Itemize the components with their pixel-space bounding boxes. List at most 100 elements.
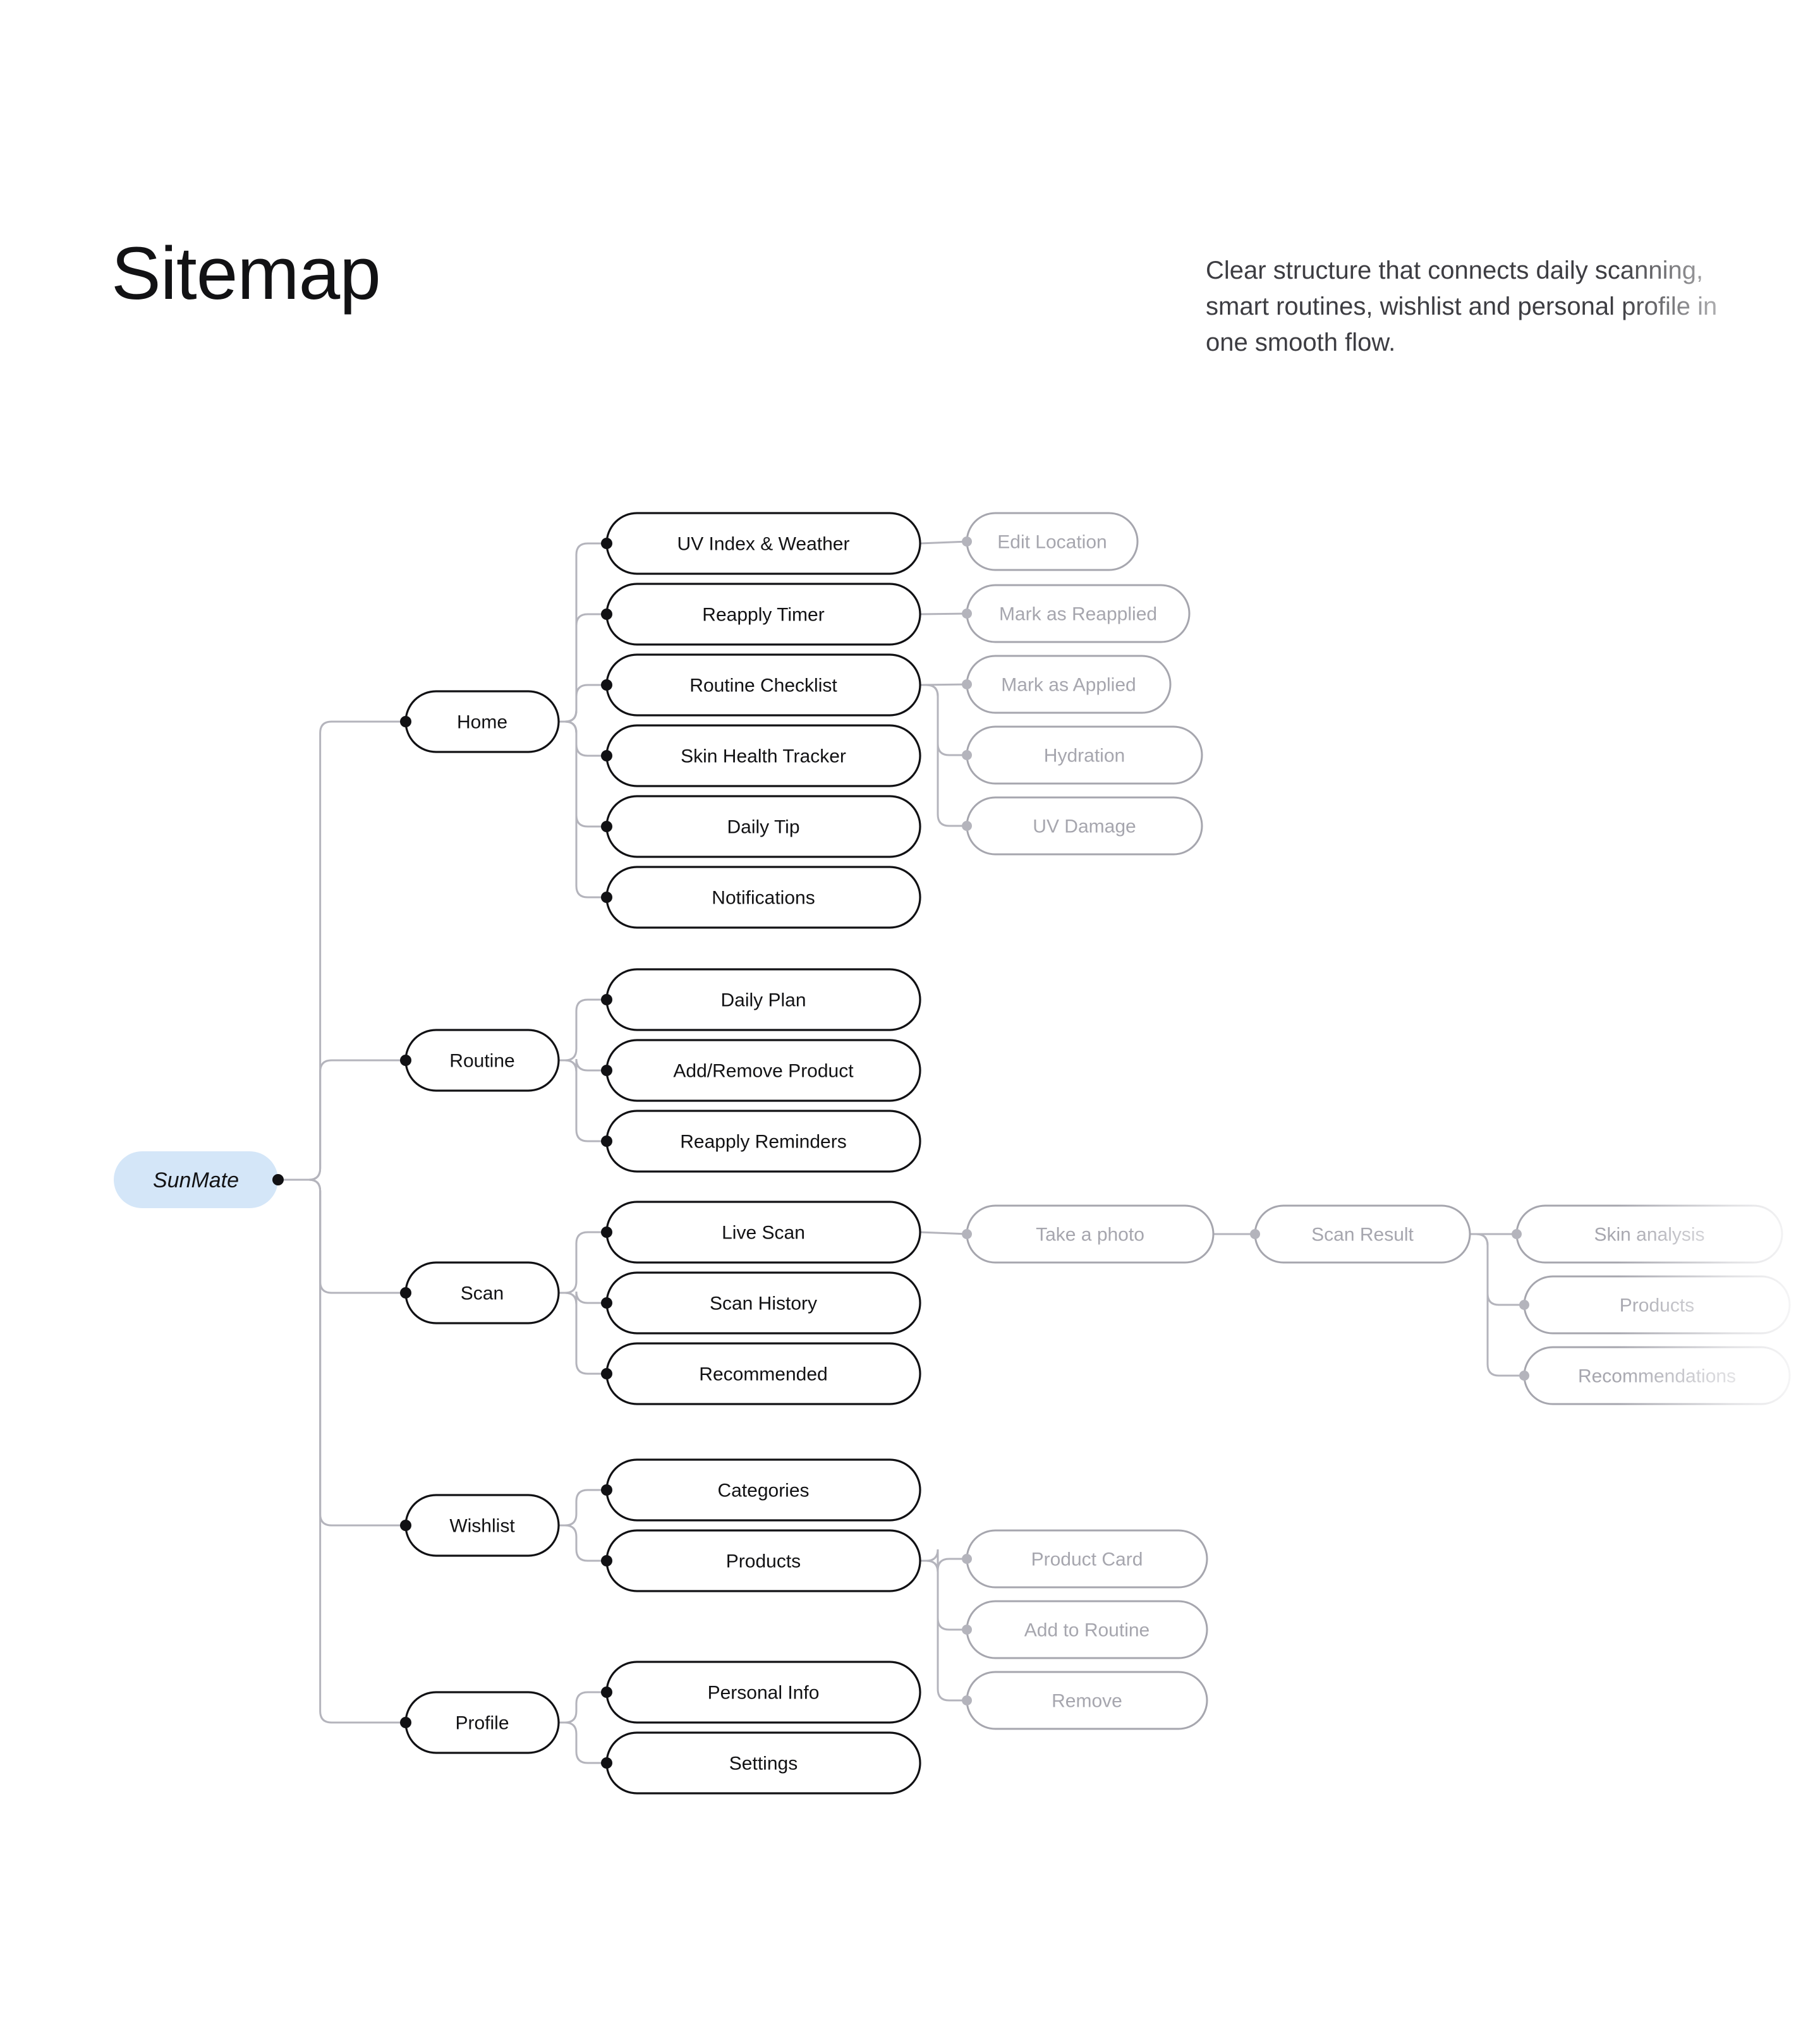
node-label-root: SunMate <box>153 1168 239 1192</box>
connector-scan-result-to-scan-products <box>1470 1233 1524 1306</box>
connector-scan-to-live-scan <box>559 1231 607 1294</box>
node-label-add-to-routine: Add to Routine <box>1024 1620 1150 1641</box>
port-left-daily-plan <box>601 994 612 1005</box>
node-product-card[interactable]: Product Card <box>966 1529 1208 1589</box>
port-left-uv-damage <box>962 821 972 831</box>
node-label-uv-index: UV Index & Weather <box>677 534 850 555</box>
port-left-add-to-routine <box>962 1625 972 1635</box>
connector-home-to-routine-checklist <box>559 684 607 723</box>
node-routine[interactable]: Routine <box>404 1029 560 1092</box>
node-notifications[interactable]: Notifications <box>605 866 921 929</box>
node-label-uv-damage: UV Damage <box>1033 816 1136 837</box>
port-left-reapply-timer <box>601 609 612 620</box>
node-daily-tip[interactable]: Daily Tip <box>605 795 921 858</box>
node-uv-index[interactable]: UV Index & Weather <box>605 512 921 575</box>
port-left-scan-history <box>601 1297 612 1309</box>
node-live-scan[interactable]: Live Scan <box>605 1201 921 1264</box>
node-label-scan-result: Scan Result <box>1311 1225 1414 1245</box>
node-recommended[interactable]: Recommended <box>605 1342 921 1405</box>
port-left-daily-tip <box>601 821 612 832</box>
port-left-notifications <box>601 892 612 903</box>
node-take-a-photo[interactable]: Take a photo <box>966 1204 1215 1264</box>
port-left-reapply-reminders <box>601 1136 612 1147</box>
node-scan[interactable]: Scan <box>404 1261 560 1324</box>
port-left-uv-index <box>601 538 612 549</box>
port-left-hydration <box>962 750 972 760</box>
node-routine-checklist[interactable]: Routine Checklist <box>605 653 921 717</box>
connector-home-to-skin-health <box>559 720 607 757</box>
connector-root-to-home <box>278 720 406 1181</box>
connector-home-to-uv-index <box>559 542 607 723</box>
port-left-skin-health <box>601 750 612 761</box>
node-daily-plan[interactable]: Daily Plan <box>605 968 921 1031</box>
port-left-product-card <box>962 1554 972 1564</box>
node-root[interactable]: SunMate <box>114 1151 278 1208</box>
connector-products-to-remove <box>920 1560 967 1702</box>
node-add-remove-product[interactable]: Add/Remove Product <box>605 1039 921 1102</box>
node-remove[interactable]: Remove <box>966 1671 1208 1730</box>
node-settings[interactable]: Settings <box>605 1731 921 1795</box>
port-left-mark-reapplied <box>962 609 972 619</box>
connector-profile-to-personal-info <box>559 1691 607 1724</box>
connector-routine-to-reapply-reminders <box>559 1059 607 1142</box>
right-edge-fade <box>1618 0 1820 2041</box>
node-label-profile: Profile <box>455 1713 509 1734</box>
connector-root-to-scan <box>278 1178 406 1294</box>
connector-routine-checklist-to-hydration <box>920 684 967 756</box>
node-profile[interactable]: Profile <box>404 1691 560 1754</box>
node-label-scan: Scan <box>461 1283 504 1304</box>
node-label-reapply-timer: Reapply Timer <box>702 605 824 626</box>
port-left-live-scan <box>601 1226 612 1238</box>
node-scan-result[interactable]: Scan Result <box>1254 1204 1471 1264</box>
node-add-to-routine[interactable]: Add to Routine <box>966 1600 1208 1659</box>
node-label-products: Products <box>726 1551 801 1572</box>
connector-live-scan-to-take-a-photo <box>919 1231 968 1235</box>
node-uv-damage[interactable]: UV Damage <box>966 796 1203 856</box>
connector-wishlist-to-products <box>559 1524 607 1562</box>
connector-home-to-reapply-timer <box>559 613 607 723</box>
port-left-take-a-photo <box>962 1229 972 1239</box>
connector-products-to-product-card <box>920 1549 967 1571</box>
node-label-reapply-reminders: Reapply Reminders <box>680 1132 846 1153</box>
connector-profile-to-settings <box>559 1721 607 1764</box>
node-skin-health[interactable]: Skin Health Tracker <box>605 724 921 787</box>
node-wishlist[interactable]: Wishlist <box>404 1494 560 1557</box>
node-label-live-scan: Live Scan <box>722 1223 805 1244</box>
node-mark-applied[interactable]: Mark as Applied <box>966 655 1172 714</box>
port-left-products <box>601 1555 612 1566</box>
connector-scan-result-to-scan-recommendations <box>1470 1233 1524 1377</box>
node-categories[interactable]: Categories <box>605 1458 921 1522</box>
node-hydration[interactable]: Hydration <box>966 725 1203 785</box>
node-label-mark-applied: Mark as Applied <box>1001 675 1136 696</box>
node-products[interactable]: Products <box>605 1529 921 1592</box>
node-reapply-timer[interactable]: Reapply Timer <box>605 583 921 646</box>
connector-home-to-daily-tip <box>559 720 607 828</box>
node-label-daily-plan: Daily Plan <box>720 990 806 1011</box>
node-label-add-remove-product: Add/Remove Product <box>673 1061 854 1082</box>
node-label-settings: Settings <box>729 1753 798 1774</box>
node-label-scan-history: Scan History <box>710 1293 817 1314</box>
node-reapply-reminders[interactable]: Reapply Reminders <box>605 1110 921 1173</box>
node-home[interactable]: Home <box>404 690 560 753</box>
connector-root-to-routine <box>278 1059 406 1181</box>
node-label-notifications: Notifications <box>712 888 815 909</box>
node-mark-reapplied[interactable]: Mark as Reapplied <box>966 584 1191 643</box>
connector-uv-index-to-edit-location <box>919 540 968 545</box>
node-edit-location[interactable]: Edit Location <box>966 512 1139 571</box>
port-left-scan-recommendations <box>1519 1371 1529 1381</box>
node-label-personal-info: Personal Info <box>708 1683 820 1704</box>
port-left-routine <box>400 1055 411 1066</box>
port-left-categories <box>601 1484 612 1496</box>
port-left-edit-location <box>962 536 972 547</box>
port-left-mark-applied <box>962 679 972 689</box>
node-shape-root <box>114 1151 278 1208</box>
node-scan-history[interactable]: Scan History <box>605 1271 921 1335</box>
page-title: Sitemap <box>111 232 381 315</box>
node-personal-info[interactable]: Personal Info <box>605 1661 921 1724</box>
node-label-product-card: Product Card <box>1031 1549 1143 1570</box>
port-left-routine-checklist <box>601 679 612 691</box>
node-label-hydration: Hydration <box>1044 746 1125 766</box>
